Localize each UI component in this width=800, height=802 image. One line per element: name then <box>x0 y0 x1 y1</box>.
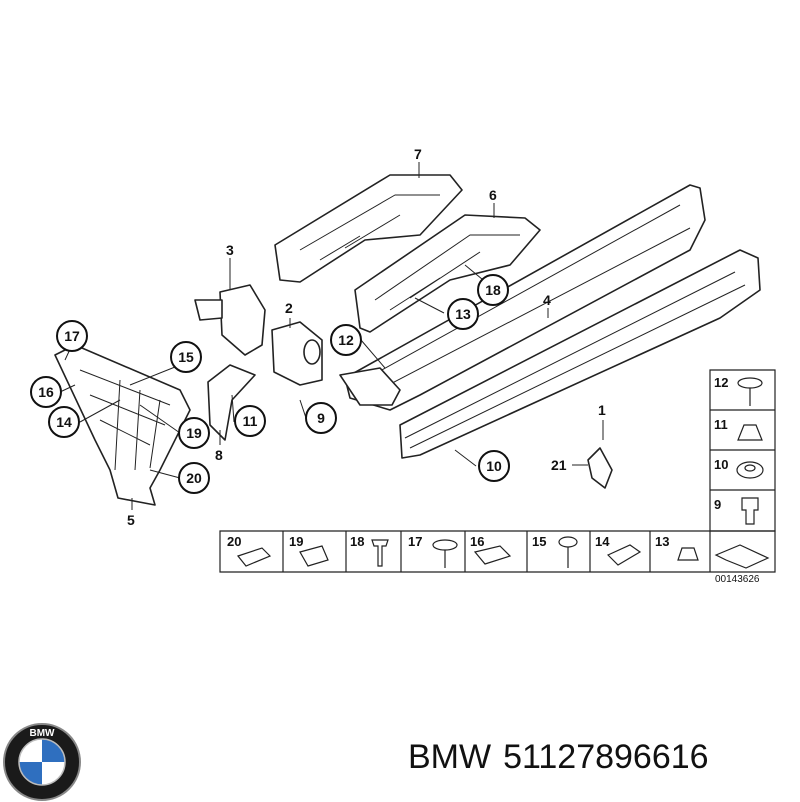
callout-7: 7 <box>414 146 422 162</box>
callout-2: 2 <box>285 300 293 316</box>
bmw-logo-icon: BMW <box>3 723 81 801</box>
legend-right-frame <box>709 369 776 532</box>
legend-label-13: 13 <box>655 534 670 549</box>
callout-1: 1 <box>598 402 606 418</box>
legend-label-16: 16 <box>470 534 485 549</box>
legend-label-17: 17 <box>408 534 423 549</box>
callout-8: 8 <box>215 447 223 463</box>
diagram-code: 00143626 <box>715 574 760 585</box>
callout-13: 13 <box>447 298 479 330</box>
logo-text: BMW <box>30 728 56 739</box>
callout-10: 10 <box>478 450 510 482</box>
callout-17: 17 <box>56 320 88 352</box>
side-bracket-5-part <box>54 344 191 506</box>
legend-label-9: 9 <box>714 497 722 512</box>
legend-label-18: 18 <box>350 534 365 549</box>
legend-label-14: 14 <box>595 534 610 549</box>
callout-4: 4 <box>543 292 551 308</box>
callout-6: 6 <box>489 187 497 203</box>
brand-name: BMW <box>408 738 492 776</box>
legend-label-19: 19 <box>289 534 304 549</box>
arrow-icon <box>714 544 770 569</box>
bumper-carrier-part <box>399 249 761 459</box>
bracket-12-part <box>339 367 401 406</box>
reinforcement-7-part <box>274 174 463 283</box>
callout-16: 16 <box>30 376 62 408</box>
legend-label-11: 11 <box>714 417 728 432</box>
legend-label-12: 12 <box>714 375 729 390</box>
callout-15: 15 <box>170 341 202 373</box>
callout-14: 14 <box>48 406 80 438</box>
mount-2-part <box>271 321 323 386</box>
callout-5: 5 <box>127 512 135 528</box>
callout-18: 18 <box>477 274 509 306</box>
mount-3-part <box>219 284 266 356</box>
clip-21-part <box>587 447 613 489</box>
callout-11: 11 <box>234 405 266 437</box>
legend-label-10: 10 <box>714 457 729 472</box>
callout-20: 20 <box>178 462 210 494</box>
legend-label-20: 20 <box>227 534 242 549</box>
callout-21: 21 <box>551 457 567 473</box>
callout-12: 12 <box>330 324 362 356</box>
part-number: 51127896616 <box>503 738 709 776</box>
legend-label-15: 15 <box>532 534 547 549</box>
callout-19: 19 <box>178 417 210 449</box>
brand-row: BMW 51127896616 <box>408 738 721 777</box>
callout-3: 3 <box>226 242 234 258</box>
callout-9: 9 <box>305 402 337 434</box>
